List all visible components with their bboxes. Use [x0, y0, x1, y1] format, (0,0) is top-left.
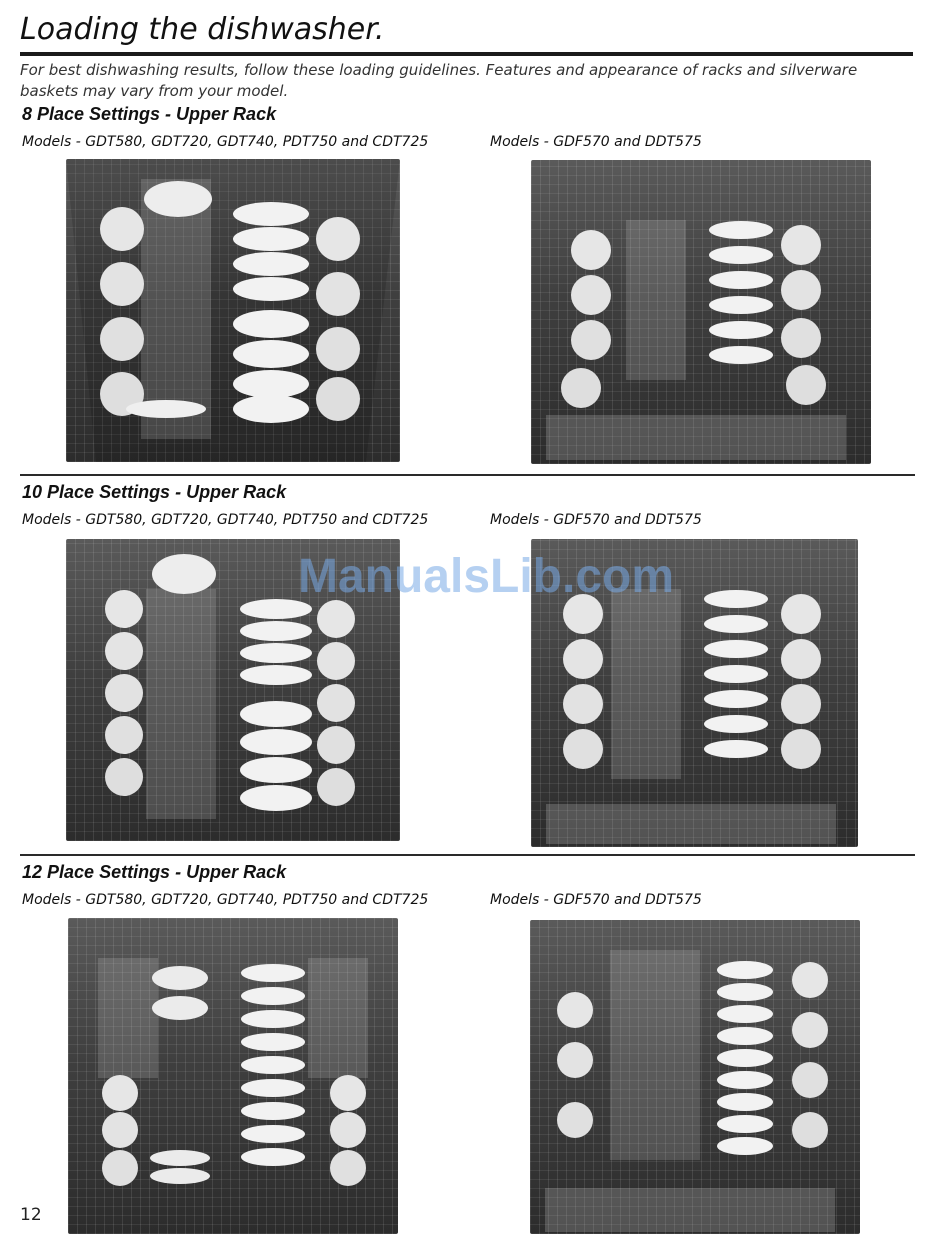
models-label-left: Models - GDT580, GDT720, GDT740, PDT750 … [22, 134, 429, 150]
rack-photo-12-place-left [68, 918, 398, 1234]
rack-photo-8-place-left [66, 159, 400, 462]
section-title-12-place: 12 Place Settings - Upper Rack [22, 862, 287, 882]
section-title-8-place: 8 Place Settings - Upper Rack [22, 104, 277, 124]
models-label-right: Models - GDF570 and DDT575 [490, 134, 702, 150]
rack-illustration [546, 589, 836, 844]
page-number: 12 [20, 1205, 42, 1225]
rack-illustration [105, 554, 355, 819]
rack-illustration [545, 950, 835, 1232]
models-label-right: Models - GDF570 and DDT575 [490, 512, 702, 528]
models-label-right: Models - GDF570 and DDT575 [490, 892, 702, 908]
rack-photo-12-place-right [530, 920, 860, 1234]
intro-text: For best dishwashing results, follow the… [20, 61, 858, 100]
rack-photo-10-place-left [66, 539, 400, 841]
rack-photo-8-place-right [531, 160, 871, 464]
rack-photo-10-place-right [531, 539, 858, 847]
page-title: Loading the dishwasher. [20, 12, 385, 47]
models-label-left: Models - GDT580, GDT720, GDT740, PDT750 … [22, 892, 429, 908]
rack-illustration [546, 220, 846, 460]
section-title-10-place: 10 Place Settings - Upper Rack [22, 482, 287, 502]
section-divider [20, 854, 915, 856]
models-label-left: Models - GDT580, GDT720, GDT740, PDT750 … [22, 512, 429, 528]
rack-illustration [98, 958, 368, 1186]
rack-illustration [66, 159, 400, 462]
title-rule [20, 52, 913, 56]
section-divider [20, 474, 915, 476]
